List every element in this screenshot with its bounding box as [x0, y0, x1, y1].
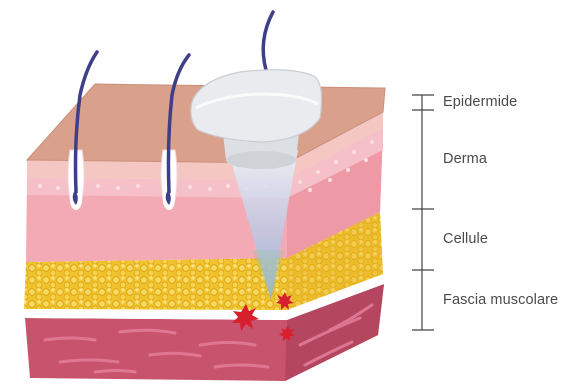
depth-scale-bar [412, 95, 434, 330]
epidermis-label: Epidermide [443, 94, 517, 110]
dermis-label: Derma [443, 151, 487, 167]
muscle-fascia-label: Fascia muscolare [443, 292, 558, 308]
fat-cells-label: Cellule [443, 231, 488, 247]
